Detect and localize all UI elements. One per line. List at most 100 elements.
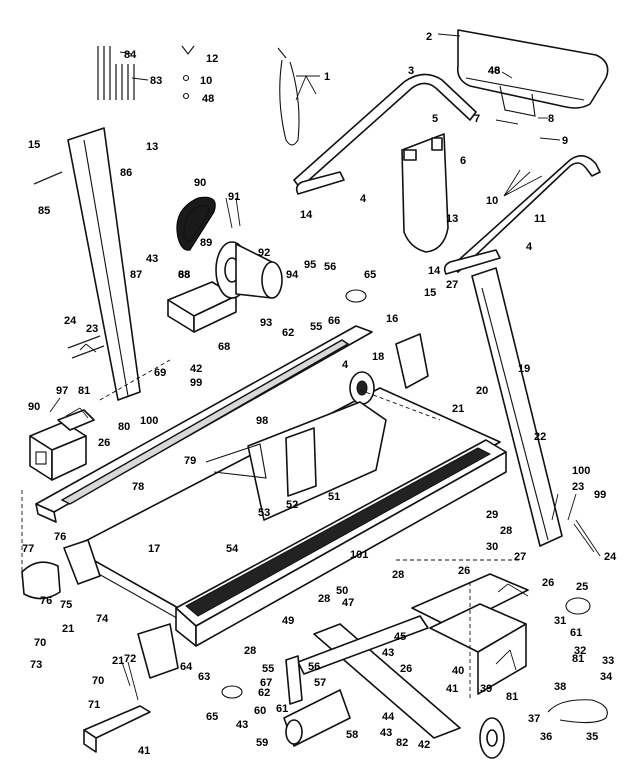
callout-77: 77 [22, 543, 34, 555]
callout-24: 24 [604, 551, 617, 563]
part-front-endcaps [21, 539, 179, 679]
callout-29: 29 [486, 509, 498, 521]
callout-82: 82 [396, 737, 408, 749]
callout-69: 69 [154, 367, 166, 379]
part-tether-cable [277, 47, 300, 146]
callout-55: 55 [262, 663, 274, 675]
callout-42: 42 [190, 363, 202, 375]
callout-33: 33 [602, 655, 614, 667]
callout-78: 78 [132, 481, 144, 493]
callout-66: 66 [328, 315, 340, 327]
callout-8: 8 [548, 113, 554, 125]
callout-93: 93 [260, 317, 272, 329]
part-right-side-rail [175, 439, 507, 647]
part-front-roller [349, 333, 429, 405]
callout-85: 85 [38, 205, 50, 217]
part-bolt-85 [33, 171, 63, 185]
callout-22: 22 [534, 431, 546, 443]
callout-90: 90 [28, 401, 40, 413]
part-left-side-rail [35, 325, 373, 523]
callout-99: 99 [190, 377, 202, 389]
callout-71: 71 [88, 699, 100, 711]
callout-58: 58 [346, 729, 358, 741]
callout-57: 57 [314, 677, 326, 689]
callout-67: 67 [260, 677, 272, 689]
callout-21: 21 [452, 403, 464, 415]
callout-30: 30 [486, 541, 498, 553]
callout-4: 4 [342, 359, 349, 371]
callout-38: 38 [554, 681, 566, 693]
part-incline-motor [283, 655, 351, 747]
callout-62: 62 [282, 327, 294, 339]
callout-43: 43 [380, 727, 392, 739]
callout-68: 68 [218, 341, 230, 353]
callout-76: 76 [40, 595, 52, 607]
callout-10: 10 [486, 195, 498, 207]
callout-37: 37 [528, 713, 540, 725]
callout-23: 23 [572, 481, 584, 493]
callout-26: 26 [400, 663, 412, 675]
part-rear-endcap-left [29, 421, 87, 481]
callout-16: 16 [386, 313, 398, 325]
callout-24: 24 [64, 315, 77, 327]
callout-7: 7 [474, 113, 480, 125]
callout-55: 55 [310, 321, 322, 333]
callout-89: 89 [200, 237, 212, 249]
part-rear-base-frame [411, 573, 529, 695]
callout-74: 74 [96, 613, 109, 625]
callout-59: 59 [256, 737, 268, 749]
callout-13: 13 [146, 141, 158, 153]
callout-36: 36 [540, 731, 552, 743]
callout-18: 18 [372, 351, 384, 363]
part-handrail-tube [293, 73, 601, 275]
callout-42: 42 [418, 739, 430, 751]
callout-4: 4 [360, 193, 367, 205]
callout-26: 26 [458, 565, 470, 577]
callout-100: 100 [140, 415, 158, 427]
callout-100: 100 [572, 465, 590, 477]
callout-15: 15 [424, 287, 436, 299]
callout-52: 52 [286, 499, 298, 511]
callout-61: 61 [570, 627, 582, 639]
callout-79: 79 [184, 455, 196, 467]
callout-91: 91 [228, 191, 240, 203]
callout-28: 28 [244, 645, 256, 657]
callout-97: 97 [56, 385, 68, 397]
callout-27: 27 [446, 279, 458, 291]
callout-88: 88 [178, 269, 190, 281]
callout-99: 99 [594, 489, 606, 501]
callout-14: 14 [300, 209, 313, 221]
callout-39: 39 [480, 683, 492, 695]
callout-34: 34 [600, 671, 613, 683]
callout-28: 28 [500, 525, 512, 537]
callout-65: 65 [364, 269, 376, 281]
callout-68: 68 [178, 269, 190, 281]
part-upright-cover [401, 133, 449, 253]
part-wire-harness [221, 289, 367, 699]
callout-31: 31 [554, 615, 566, 627]
callout-2: 2 [426, 31, 432, 43]
callout-35: 35 [586, 731, 598, 743]
callout-56: 56 [324, 261, 336, 273]
callout-61: 61 [276, 703, 288, 715]
callout-14: 14 [428, 265, 441, 277]
callout-49: 49 [282, 615, 294, 627]
callout-11: 11 [534, 213, 546, 225]
callout-12: 12 [206, 53, 218, 65]
callout-92: 92 [258, 247, 270, 259]
callout-48: 48 [202, 93, 214, 105]
callout-75: 75 [60, 599, 72, 611]
callout-3: 3 [408, 65, 414, 77]
callout-5: 5 [432, 113, 438, 125]
callout-70: 70 [34, 637, 46, 649]
callout-44: 44 [382, 711, 395, 723]
callout-15: 15 [28, 139, 40, 151]
callout-94: 94 [286, 269, 299, 281]
part-cord-loop [565, 597, 591, 615]
part-hardware-bolts [97, 45, 195, 100]
callout-40: 40 [452, 665, 464, 677]
callout-numbers: 1 2 3 4 4 4 5 6 7 8 9 10 10 11 12 13 13 … [22, 31, 617, 757]
callout-26: 26 [542, 577, 554, 589]
callout-86: 86 [120, 167, 132, 179]
